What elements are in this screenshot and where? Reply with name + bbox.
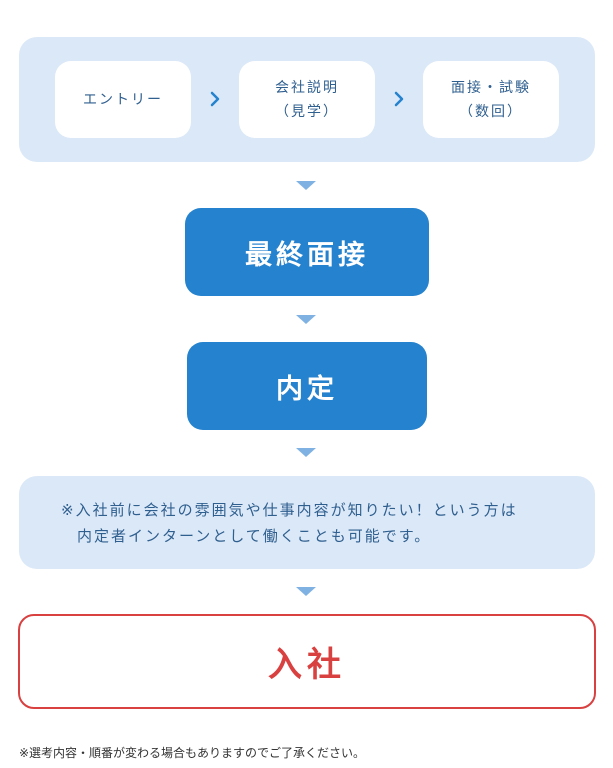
final-interview-label: 最終面接	[245, 239, 369, 271]
step-interview-exam-label: 面接・試験	[451, 79, 531, 96]
step-entry: エントリー	[55, 61, 191, 138]
step-interview-exam: 面接・試験 （数回）	[423, 61, 559, 138]
final-interview-box: 最終面接	[185, 208, 429, 296]
arrow-down-icon	[296, 587, 316, 596]
joining-company-box: 入社	[18, 614, 596, 709]
step-entry-label: エントリー	[83, 91, 163, 108]
job-offer-label: 内定	[276, 373, 338, 405]
note-line-2: 内定者インターンとして働くことも可能です。	[77, 527, 432, 545]
chevron-right-icon	[394, 91, 404, 107]
note-line-1: ※入社前に会社の雰囲気や仕事内容が知りたい！という方は	[61, 501, 518, 519]
arrow-down-icon	[296, 315, 316, 324]
job-offer-box: 内定	[187, 342, 427, 430]
internship-note-panel: ※入社前に会社の雰囲気や仕事内容が知りたい！という方は 内定者インターンとして働…	[19, 476, 595, 569]
joining-company-label: 入社	[268, 645, 346, 685]
selection-footnote: ※選考内容・順番が変わる場合もありますのでご了承ください。	[19, 746, 366, 760]
step-company-briefing-sub: （見学）	[275, 103, 339, 120]
step-company-briefing-label: 会社説明	[275, 79, 339, 96]
step-company-briefing: 会社説明 （見学）	[239, 61, 375, 138]
arrow-down-icon	[296, 181, 316, 190]
chevron-right-icon	[210, 91, 220, 107]
arrow-down-icon	[296, 448, 316, 457]
step-interview-exam-sub: （数回）	[459, 103, 523, 120]
